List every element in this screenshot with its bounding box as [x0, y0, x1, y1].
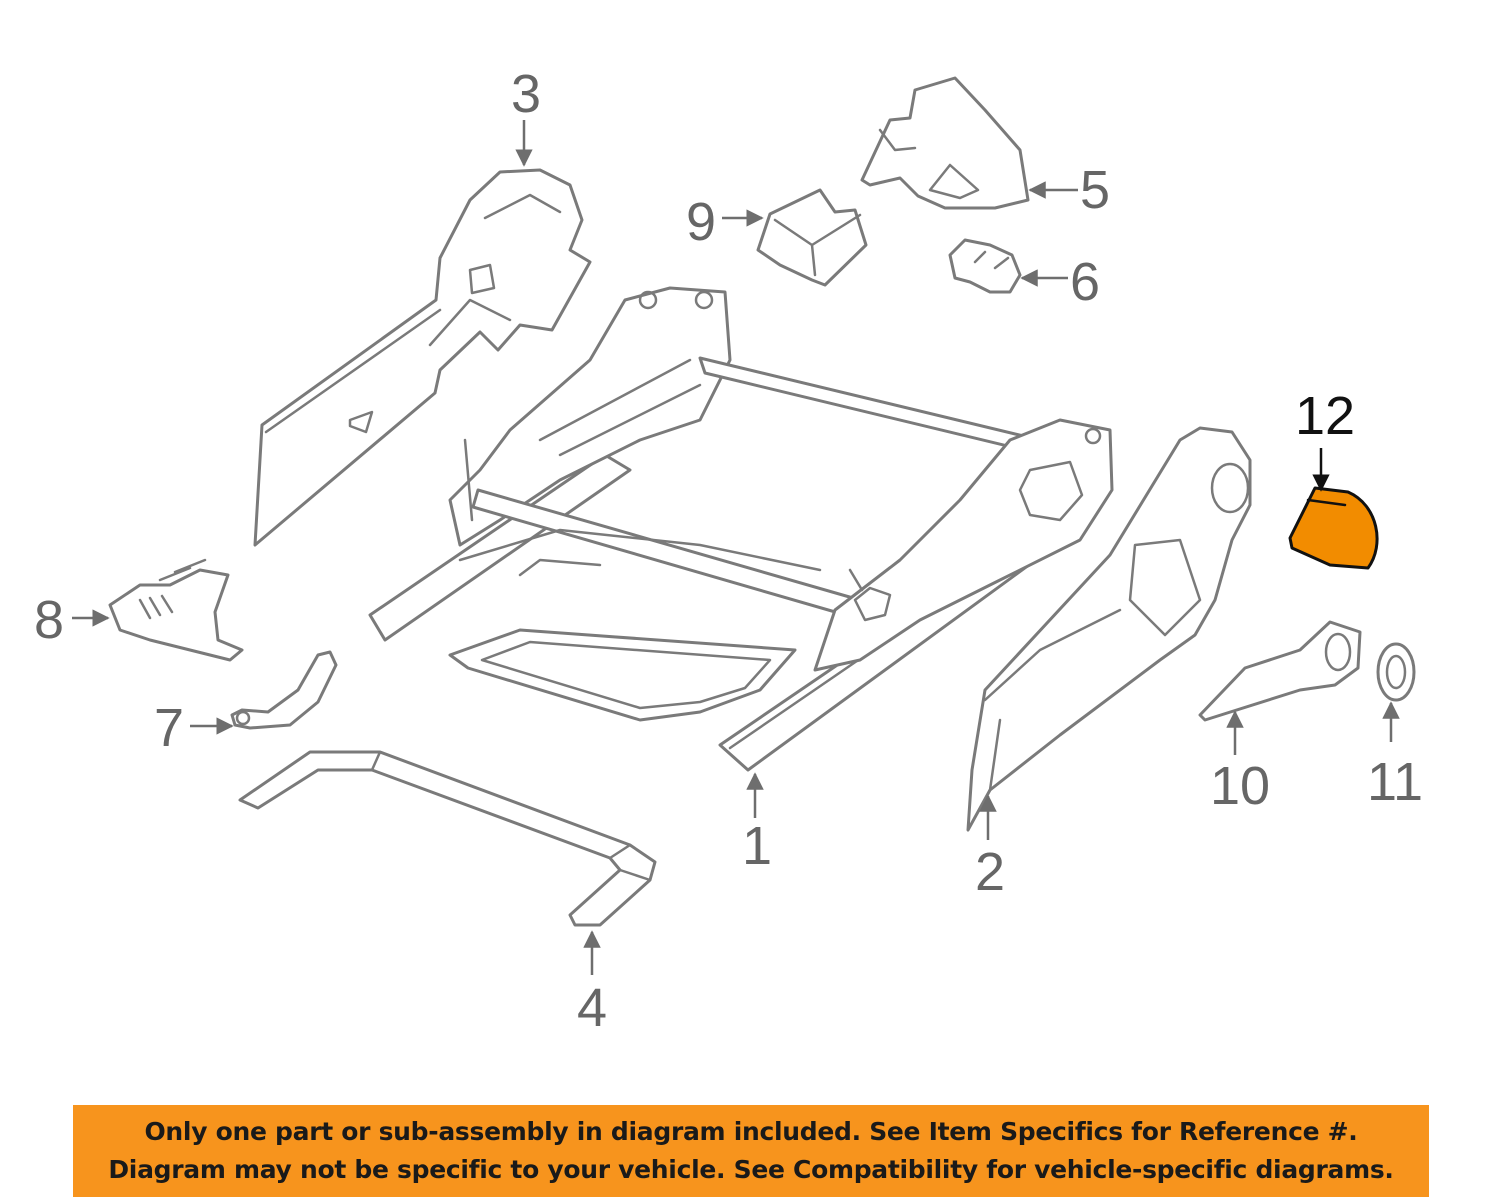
- callout-4: 4: [577, 978, 607, 1038]
- part-9-clip: [756, 188, 868, 287]
- callout-12-highlighted: 12: [1295, 386, 1355, 446]
- callout-5: 5: [1080, 160, 1110, 220]
- disclaimer-banner: Only one part or sub-assembly in diagram…: [73, 1105, 1429, 1197]
- part-4-torsion-bar: [238, 750, 657, 927]
- part-1-seat-track-frame: [368, 286, 1114, 772]
- callout-10: 10: [1210, 756, 1270, 816]
- callout-1: 1: [742, 816, 772, 876]
- part-7-strap-clip: [230, 650, 338, 730]
- callout-3: 3: [511, 64, 541, 124]
- callout-numbers: 3 5 9 6 8 7 1 2 4 10 11 12: [34, 64, 1423, 1038]
- part-2-inner-side-cover: [966, 426, 1252, 832]
- part-11-washer: [1376, 642, 1416, 702]
- callout-2: 2: [975, 842, 1005, 902]
- part-8-cable-bracket: [108, 558, 244, 662]
- callout-8: 8: [34, 590, 64, 650]
- part-3-side-shield: [253, 168, 592, 547]
- callout-6: 6: [1070, 252, 1100, 312]
- disclaimer-line-1: Only one part or sub-assembly in diagram…: [144, 1117, 1358, 1146]
- part-5-bracket: [860, 76, 1030, 210]
- part-6-bushing: [948, 238, 1022, 294]
- callout-7: 7: [154, 698, 184, 758]
- leader-lines: [72, 120, 1400, 975]
- seat-track-exploded-diagram: 3 5 9 6 8 7 1 2 4 10 11 12: [34, 64, 1423, 1038]
- part-10-lever: [1198, 620, 1362, 722]
- callout-11: 11: [1367, 752, 1423, 812]
- part-12-end-cap: [1288, 486, 1379, 570]
- disclaimer-line-2: Diagram may not be specific to your vehi…: [108, 1155, 1394, 1184]
- callout-9: 9: [686, 192, 716, 252]
